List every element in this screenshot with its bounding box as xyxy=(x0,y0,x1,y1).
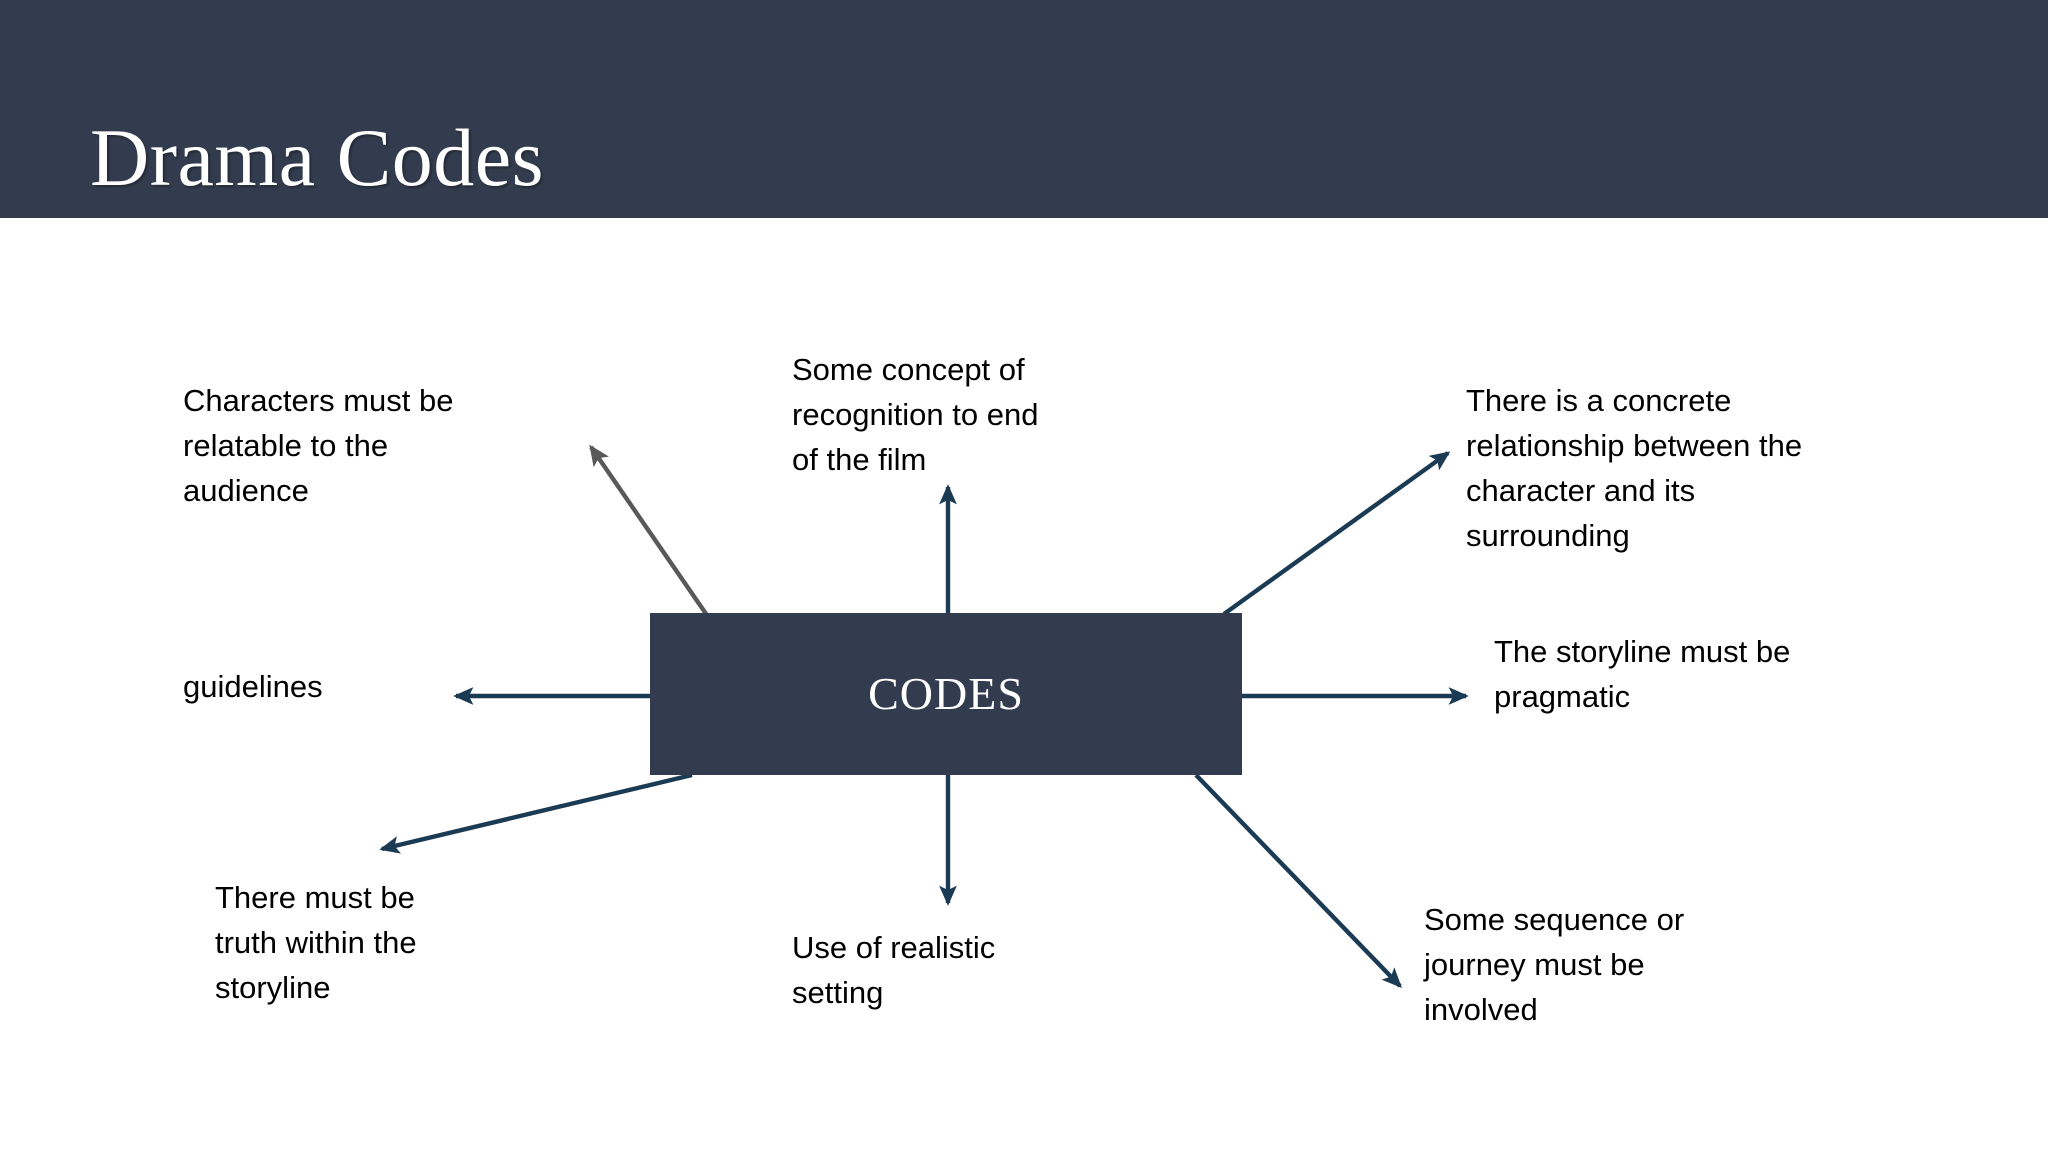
diagram-label-characters: Characters must be relatable to the audi… xyxy=(183,383,454,508)
diagram-label-truth: There must be truth within the storyline xyxy=(215,880,417,1005)
diagram-label-journey: Some sequence or journey must be involve… xyxy=(1424,902,1685,1027)
diagram-center-node-label: CODES xyxy=(868,668,1024,719)
page-title: Drama Codes xyxy=(90,112,545,203)
slide-header-band xyxy=(0,0,2048,218)
diagram-label-pragmatic: The storyline must be pragmatic xyxy=(1494,634,1791,714)
diagram-label-concrete: There is a concrete relationship between… xyxy=(1466,383,1803,553)
diagram-center-node[interactable]: CODES xyxy=(650,613,1242,775)
diagram-label-guidelines: guidelines xyxy=(183,669,323,704)
diagram-label-recognition: Some concept of recognition to end of th… xyxy=(792,352,1039,477)
diagram-label-setting: Use of realistic setting xyxy=(792,930,996,1010)
